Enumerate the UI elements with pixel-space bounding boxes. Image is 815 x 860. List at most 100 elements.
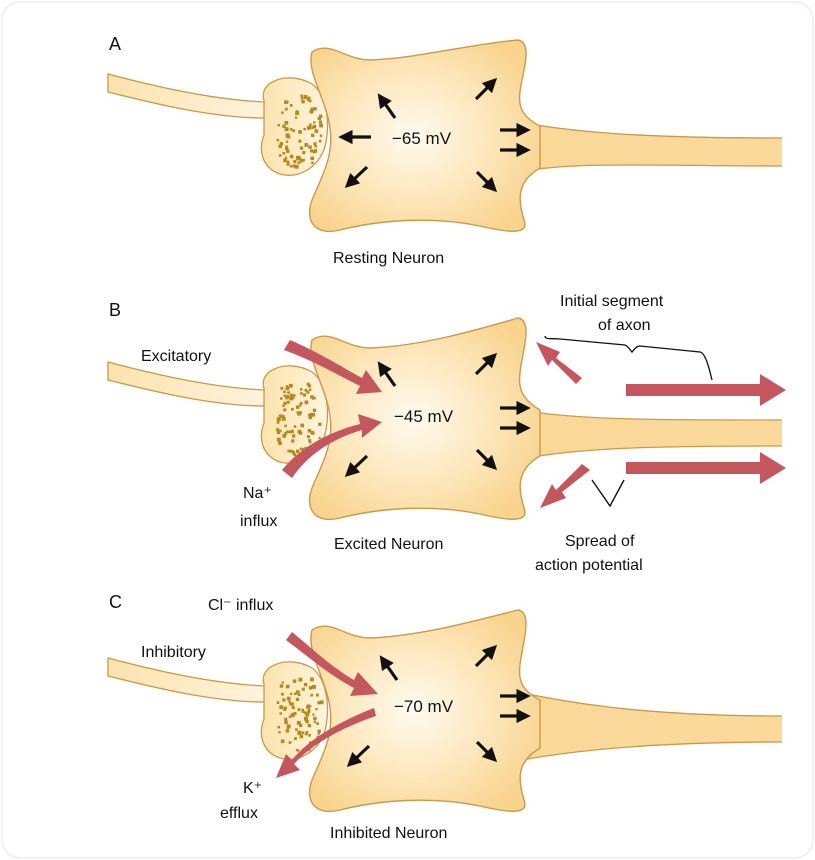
vesicle-dot: [313, 717, 316, 720]
panel-b: B Excitatory: [108, 293, 786, 574]
vesicle-dot: [301, 97, 303, 99]
vesicle-dot: [312, 714, 314, 716]
vesicle-dot: [290, 104, 293, 107]
vesicle-dot: [300, 147, 303, 150]
vesicle-dot: [295, 117, 297, 119]
vesicle-dot: [312, 685, 316, 689]
vesicle-dot: [310, 678, 314, 682]
vesicle-dot: [296, 406, 299, 409]
ion-label: K⁺: [243, 780, 262, 797]
vesicle-dot: [304, 717, 308, 721]
synapse-type-label: Excitatory: [141, 348, 211, 365]
vesicle-dot: [283, 402, 286, 405]
vesicle-dot: [287, 391, 290, 394]
vesicle-dot: [309, 100, 312, 103]
vesicle-dot: [309, 441, 311, 443]
vesicle-dot: [291, 430, 294, 433]
vesicle-dot: [311, 162, 314, 165]
vesicle-dot: [284, 721, 288, 725]
vesicle-dot: [311, 134, 314, 137]
vesicle-dot: [293, 160, 296, 163]
vesicle-dot: [281, 111, 284, 114]
vesicle-dot: [285, 108, 288, 111]
vesicle-dot: [284, 100, 287, 103]
vesicle-dot: [279, 705, 283, 709]
vesicle-dot: [277, 701, 280, 704]
vesicle-dot: [290, 702, 294, 706]
vesicle-dot: [289, 384, 293, 388]
panel-c: C Inhibitory −70 mV Cl⁻ influx K⁺ efflux…: [108, 592, 782, 842]
vesicle-dot: [288, 700, 290, 702]
vesicle-dot: [289, 741, 292, 744]
axon: [500, 688, 782, 764]
vesicle-dot: [299, 404, 301, 406]
vesicle-dot: [278, 726, 281, 729]
vesicle-dot: [278, 731, 280, 733]
vesicle-dot: [298, 708, 301, 711]
vesicle-dot: [296, 110, 298, 112]
vesicle-dot: [279, 154, 282, 157]
vesicle-dot: [280, 397, 283, 400]
vesicle-dot: [308, 429, 312, 433]
vesicle-dot: [318, 423, 321, 426]
vesicle-dot: [310, 149, 313, 152]
vesicle-dot: [300, 392, 303, 395]
membrane-potential: −70 mV: [394, 697, 454, 716]
vesicle-dot: [287, 401, 290, 404]
vesicle-dot: [299, 432, 302, 435]
vesicle-dot: [300, 424, 304, 428]
vesicle-dot: [282, 698, 285, 701]
membrane-potential: −65 mV: [392, 129, 452, 148]
vesicle-dot: [296, 450, 300, 454]
vesicle-dot: [299, 411, 302, 414]
vesicle-dot: [310, 694, 313, 697]
vesicle-dot: [309, 124, 312, 127]
vesicle-dot: [295, 728, 298, 731]
vesicle-dot: [308, 145, 311, 148]
vesicle-dot: [311, 127, 313, 129]
vesicle-dot: [294, 394, 296, 396]
vesicle-dot: [313, 121, 315, 123]
vesicle-dot: [302, 709, 305, 712]
vesicle-dot: [285, 147, 288, 150]
spread-label: action potential: [535, 557, 643, 574]
panel-caption: Inhibited Neuron: [330, 825, 447, 842]
vesicle-dot: [292, 129, 295, 132]
presynaptic-axon: [108, 362, 265, 406]
vesicle-dot: [286, 729, 289, 732]
ion-label: Cl⁻ influx: [208, 597, 273, 614]
vesicle-dot: [319, 120, 322, 123]
vesicle-dot: [286, 685, 290, 689]
vesicle-dot: [283, 415, 285, 417]
vesicle-dot: [285, 157, 287, 159]
vesicle-dot: [286, 385, 288, 387]
axon: [500, 118, 782, 176]
vesicle-dot: [285, 127, 288, 130]
vesicle-dot: [310, 413, 313, 416]
vesicle-dot: [304, 683, 307, 686]
vesicle-dot: [287, 697, 291, 701]
vesicle-dot: [290, 155, 294, 159]
presynaptic-axon: [108, 74, 265, 118]
panel-letter: A: [109, 34, 121, 54]
vesicle-dot: [313, 409, 316, 412]
vesicle-dot: [297, 749, 299, 751]
vesicle-dot: [302, 688, 305, 691]
vesicle-dot: [319, 124, 323, 128]
vesicle-dot: [300, 402, 303, 405]
vesicle-dot: [302, 151, 305, 154]
vesicle-dot: [319, 437, 321, 439]
vesicle-dot: [316, 694, 319, 697]
vesicle-dot: [284, 425, 287, 428]
panel-caption: Resting Neuron: [333, 250, 444, 267]
vesicle-dot: [292, 434, 295, 437]
vesicle-dot: [313, 142, 316, 145]
vesicle-dot: [293, 679, 297, 683]
vesicle-dot: [309, 389, 311, 391]
vesicle-dot: [292, 451, 295, 454]
vesicle-dot: [298, 731, 302, 735]
vesicle-dot: [304, 143, 308, 147]
ion-label: efflux: [220, 805, 258, 822]
axon-segment-label: Initial segment: [560, 293, 664, 310]
